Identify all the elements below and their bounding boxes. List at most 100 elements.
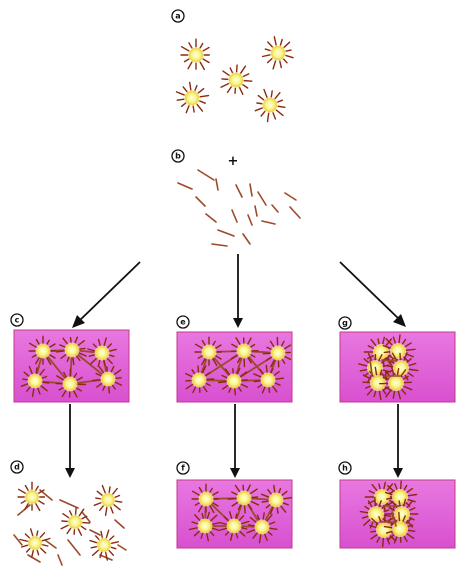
panel-f-box: [176, 479, 293, 549]
panel-a-particles: [175, 36, 294, 123]
particle: [220, 64, 253, 96]
particle: [379, 365, 413, 400]
panel-h-cluster: [359, 480, 419, 548]
particle: [55, 368, 87, 398]
rod: [211, 243, 228, 247]
particle: [191, 483, 220, 514]
particle: [55, 336, 87, 366]
svg-text:e: e: [180, 318, 186, 327]
particle: [227, 484, 259, 514]
particle: [180, 38, 211, 71]
particle: [254, 88, 286, 123]
rod: [17, 504, 31, 516]
arrow-b-to-c: [77, 261, 141, 323]
rod: [391, 511, 397, 527]
particle: [20, 365, 50, 397]
arrow-b-to-e-head: [233, 318, 243, 328]
rod: [195, 196, 206, 207]
rod: [67, 539, 81, 556]
rod: [217, 229, 235, 237]
rod: [381, 359, 397, 362]
panel-b-rods: [177, 169, 301, 247]
particle: [87, 337, 117, 368]
particle: [175, 81, 210, 114]
particle: [246, 512, 278, 544]
particle: [230, 337, 259, 368]
svg-text:g: g: [342, 319, 348, 328]
particle: [89, 529, 120, 561]
rod: [271, 204, 279, 213]
arrow-g-to-h-head: [393, 468, 403, 478]
panel-c-network: [20, 335, 123, 398]
rod: [249, 183, 253, 197]
rod: [289, 206, 301, 219]
particle: [188, 511, 221, 542]
particle: [385, 480, 418, 515]
particle: [17, 481, 46, 512]
label-f: f: [176, 461, 190, 475]
arrow-c-to-d-head: [65, 468, 75, 478]
panel-g-cluster: [358, 334, 419, 401]
particle: [261, 36, 294, 70]
arrow-e-to-f-head: [230, 468, 240, 478]
particle: [91, 365, 123, 394]
rod: [57, 554, 63, 566]
arrow-b-to-c-head: [72, 315, 85, 328]
panel-e-network: [185, 336, 292, 396]
arrow-b-to-g-head: [393, 314, 406, 327]
label-a: a: [171, 9, 185, 23]
rod: [197, 169, 215, 181]
svg-text:b: b: [175, 152, 181, 161]
label-g: g: [338, 316, 352, 330]
rod: [99, 554, 113, 561]
rod: [205, 213, 217, 223]
rod: [257, 191, 267, 206]
rod: [13, 534, 23, 546]
rod: [242, 233, 251, 245]
rod: [114, 519, 125, 529]
down-arrows: [65, 404, 403, 478]
particle: [253, 364, 285, 394]
panel-d-dispersed: [13, 481, 127, 566]
rod: [177, 182, 193, 190]
particle: [260, 484, 292, 515]
particle: [217, 367, 249, 396]
rod: [247, 214, 253, 226]
particle: [19, 528, 51, 558]
rod: [369, 359, 373, 375]
rod: [89, 529, 101, 536]
particle: [218, 511, 250, 541]
label-d: d: [10, 460, 24, 474]
particle: [194, 336, 223, 367]
rod: [44, 539, 57, 549]
rod: [59, 499, 79, 509]
label-h: h: [338, 461, 352, 475]
rod: [254, 205, 258, 217]
svg-text:d: d: [14, 463, 20, 472]
particle: [93, 484, 123, 516]
rod: [261, 220, 276, 225]
particle: [60, 507, 91, 536]
rod: [284, 192, 297, 201]
svg-text:f: f: [181, 464, 185, 473]
svg-text:h: h: [342, 464, 348, 473]
rod: [215, 178, 219, 191]
rod: [117, 544, 127, 551]
rod: [27, 554, 41, 563]
svg-text:a: a: [175, 12, 180, 21]
svg-text:c: c: [15, 316, 20, 325]
label-c: c: [10, 313, 24, 327]
particle: [28, 335, 57, 366]
label-b: b: [171, 149, 185, 163]
particle: [185, 365, 215, 394]
plus-sign: +: [228, 154, 239, 169]
rod: [231, 209, 238, 223]
panel-f-network: [188, 483, 292, 544]
particle: [262, 336, 292, 368]
arrow-b-to-g: [339, 261, 401, 321]
rod: [235, 184, 243, 198]
arrows-from-b: [72, 254, 406, 328]
rod: [71, 349, 109, 380]
label-e: e: [176, 315, 190, 329]
